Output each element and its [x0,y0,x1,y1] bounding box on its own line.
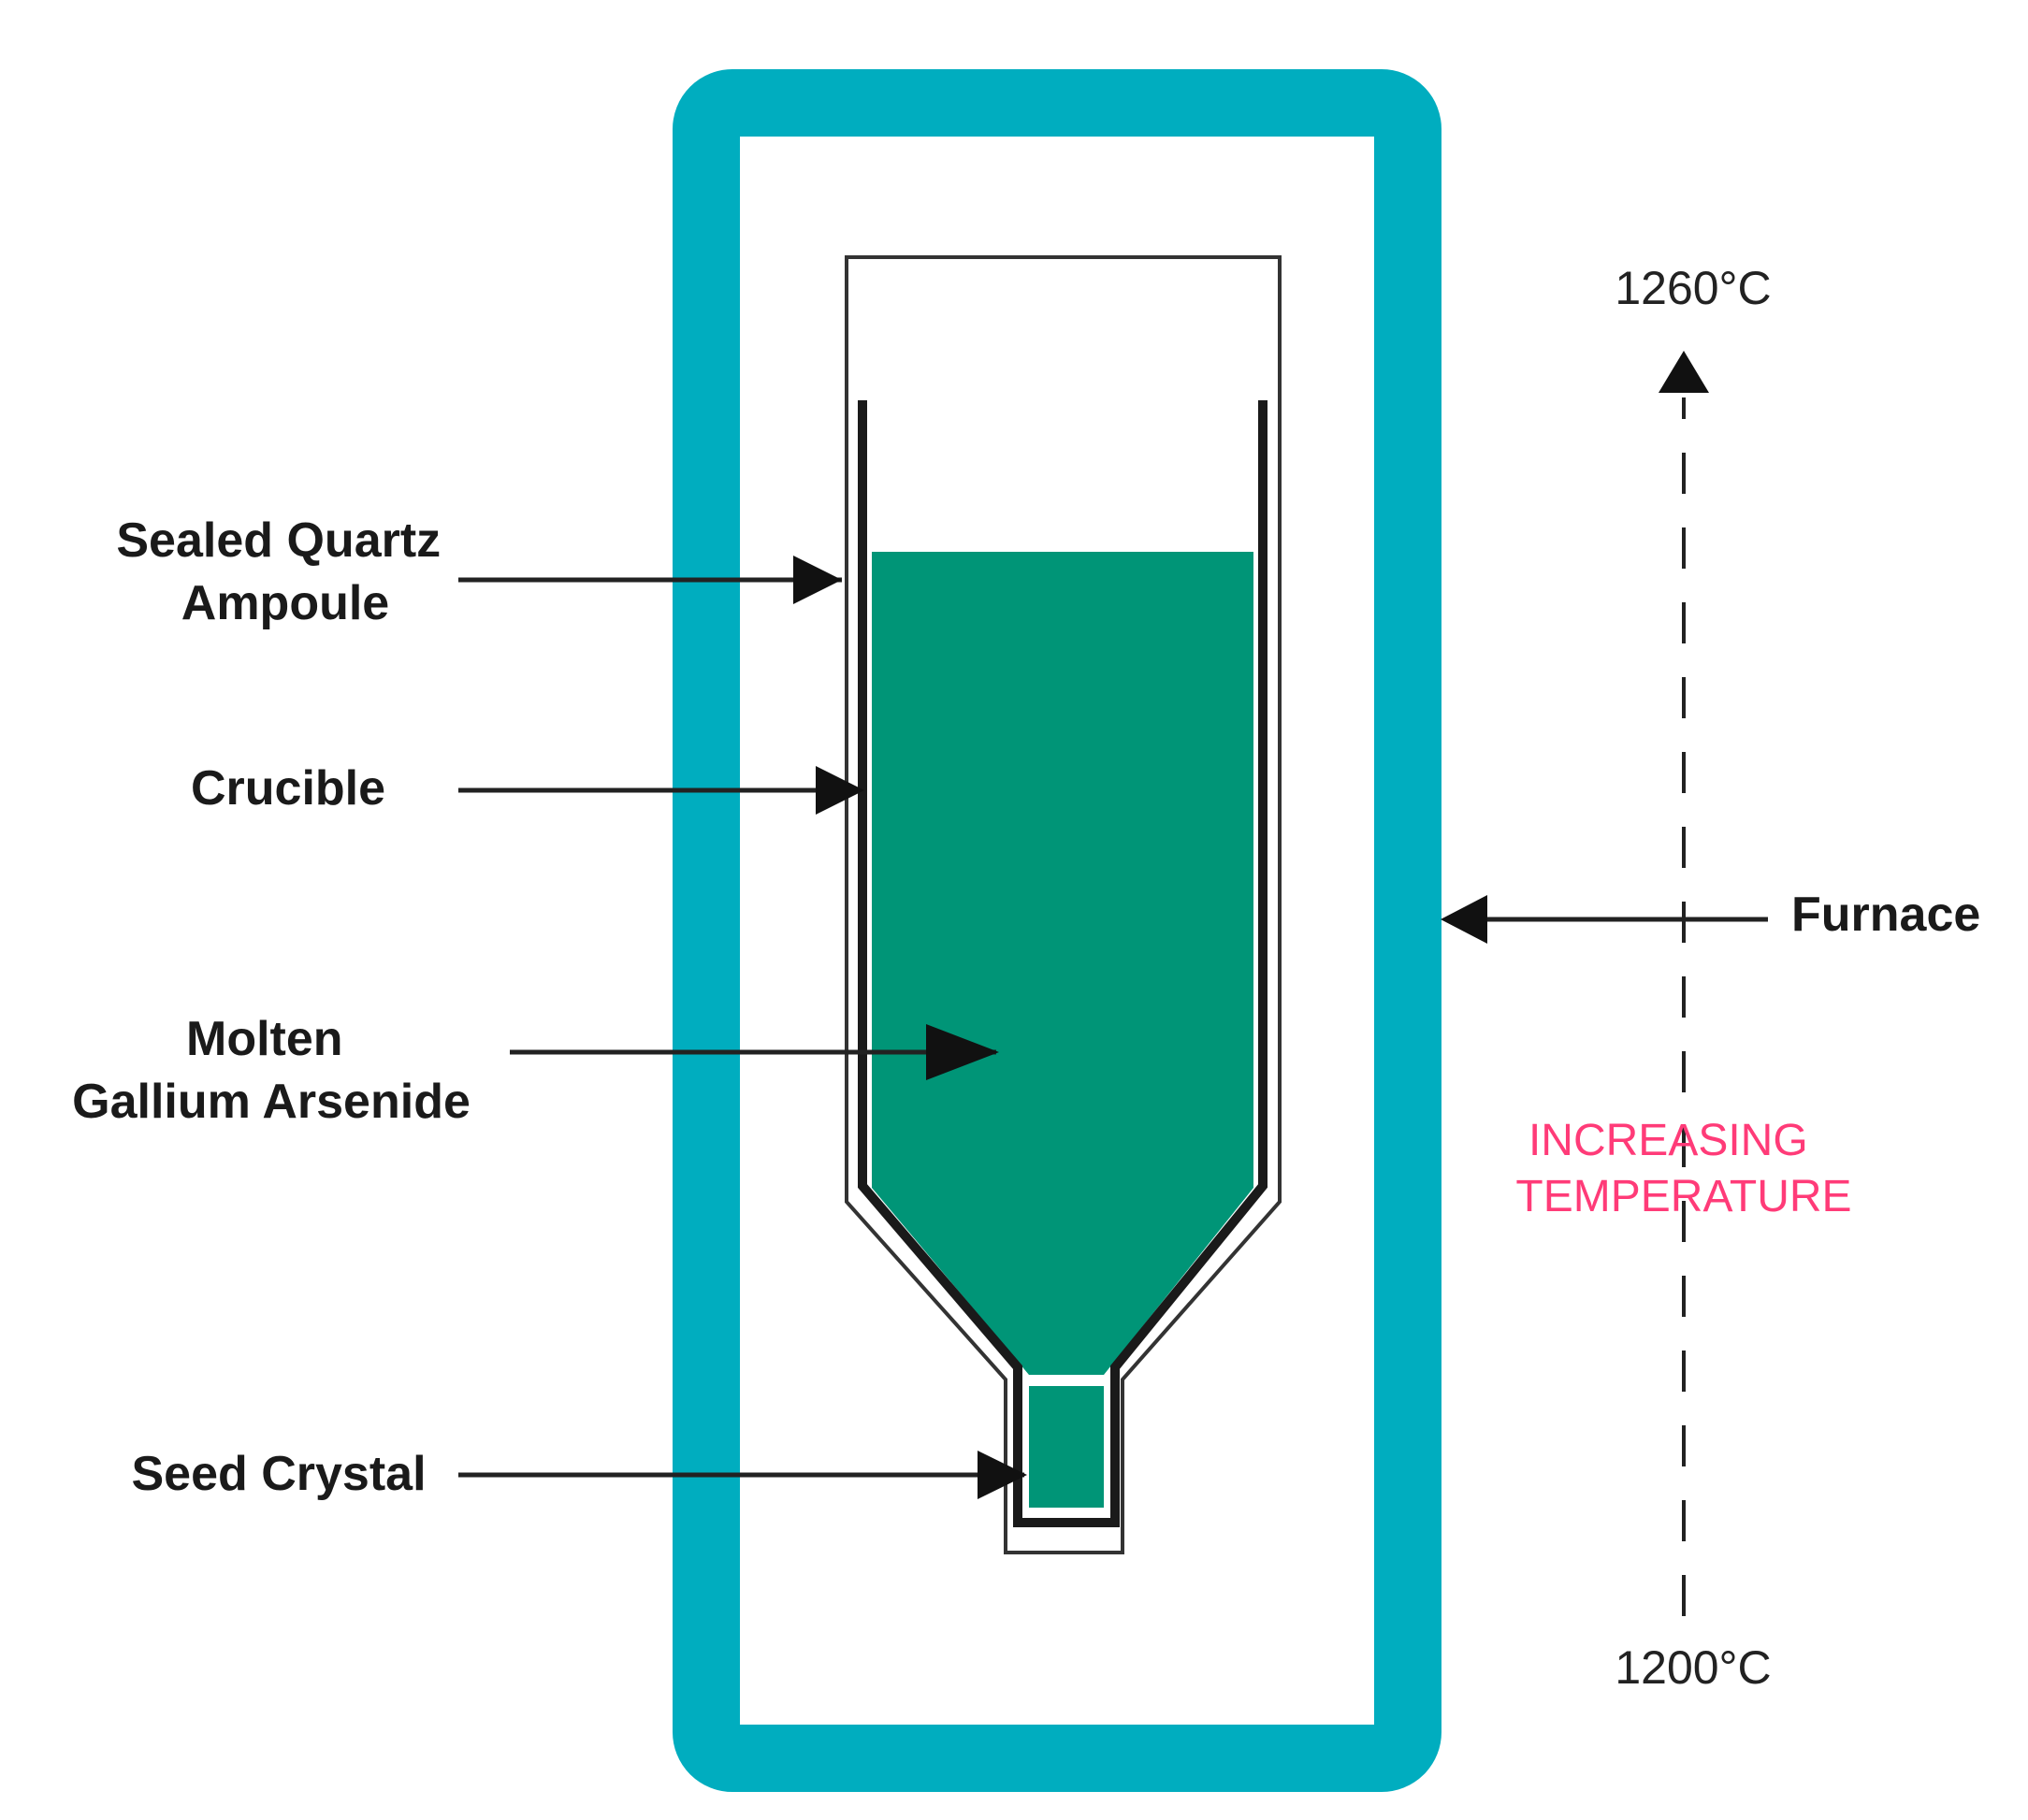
label-sealed-quartz-ampoule: Sealed Quartz Ampoule [116,513,454,630]
temperature-bottom-label: 1200°C [1615,1641,1771,1694]
label-seed-crystal: Seed Crystal [131,1447,426,1501]
arrowhead-crucible [816,766,864,815]
furnace-frame [673,69,1441,1792]
temperature-top-label: 1260°C [1615,262,1771,314]
arrowhead-furnace [1441,895,1487,944]
crucible [858,400,1268,1527]
label-molten-gallium-arsenide: Molten Gallium Arsenide [72,1012,471,1129]
arrowhead-molten-gallium-arsenide [926,1024,999,1080]
temperature-axis-arrowhead [1659,351,1709,393]
increasing-temperature-label: INCREASING TEMPERATURE [1515,1116,1851,1221]
arrowhead-seed-crystal [978,1451,1027,1499]
label-crucible: Crucible [191,761,385,816]
molten-gallium-arsenide [872,552,1253,1375]
arrowhead-sealed-quartz-ampoule [793,556,842,604]
label-furnace: Furnace [1791,888,1980,942]
seed-crystal [1029,1386,1104,1508]
